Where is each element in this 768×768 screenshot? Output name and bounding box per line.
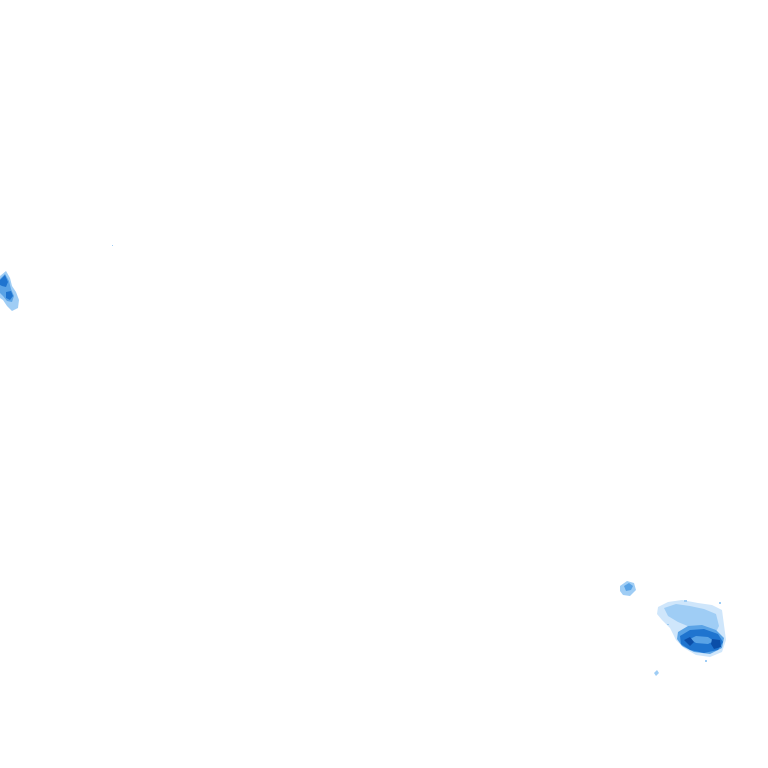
echo-cell-southeast-small: [620, 581, 636, 596]
echo-se-main-core: [684, 637, 721, 649]
echo-cell-southeast-main: [657, 600, 726, 662]
echo-west-core-lower: [6, 291, 13, 300]
echo-se-fleck-1: [684, 600, 687, 602]
echo-se-fleck-3: [667, 624, 669, 625]
echo-west-core-upper: [0, 275, 8, 287]
echo-se-fleck-2: [719, 602, 721, 604]
echo-cell-west: [0, 245, 113, 311]
echo-west-speck: [112, 245, 113, 246]
echo-cell-southeast-speck: [654, 670, 659, 676]
echo-se-main-strong-ring: [680, 629, 723, 653]
echo-speck: [654, 670, 659, 676]
echo-se-fleck-4: [705, 660, 707, 662]
echo-se-small-core: [624, 583, 633, 591]
